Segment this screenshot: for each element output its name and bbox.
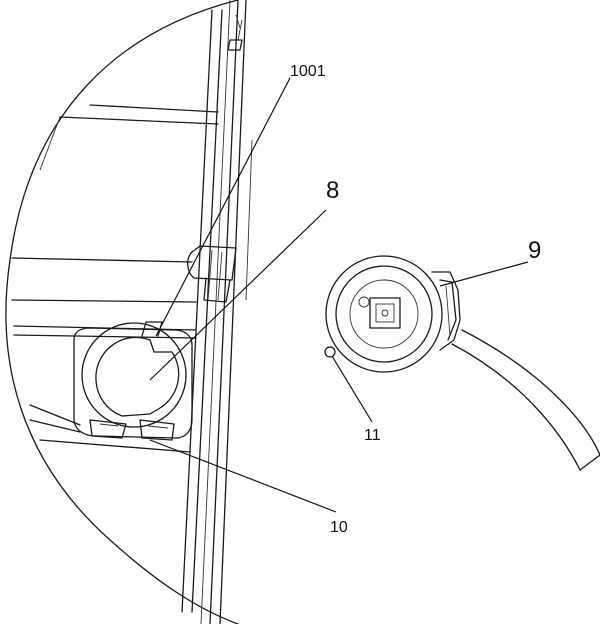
label-11: 11 xyxy=(364,427,381,444)
detail-view xyxy=(5,0,253,624)
detail-boundary-arc xyxy=(5,0,239,624)
panel-lines xyxy=(11,104,219,453)
locating-pin xyxy=(324,346,336,358)
leader-10 xyxy=(149,439,337,513)
center-square xyxy=(369,297,401,329)
cable xyxy=(451,343,581,471)
leader-1001 xyxy=(155,77,291,337)
latch-bracket xyxy=(187,245,237,303)
leader-11 xyxy=(331,355,373,423)
label-10: 10 xyxy=(330,519,348,536)
connector-assembly xyxy=(324,255,600,471)
socket-housing xyxy=(73,321,193,441)
leader-9 xyxy=(439,261,529,287)
leader-lines xyxy=(149,77,529,513)
frame-rail xyxy=(181,0,253,624)
label-9: 9 xyxy=(528,237,541,264)
leader-8 xyxy=(149,209,327,381)
side-connector xyxy=(431,271,461,351)
label-8: 8 xyxy=(326,177,339,204)
label-1001: 1001 xyxy=(290,63,326,80)
